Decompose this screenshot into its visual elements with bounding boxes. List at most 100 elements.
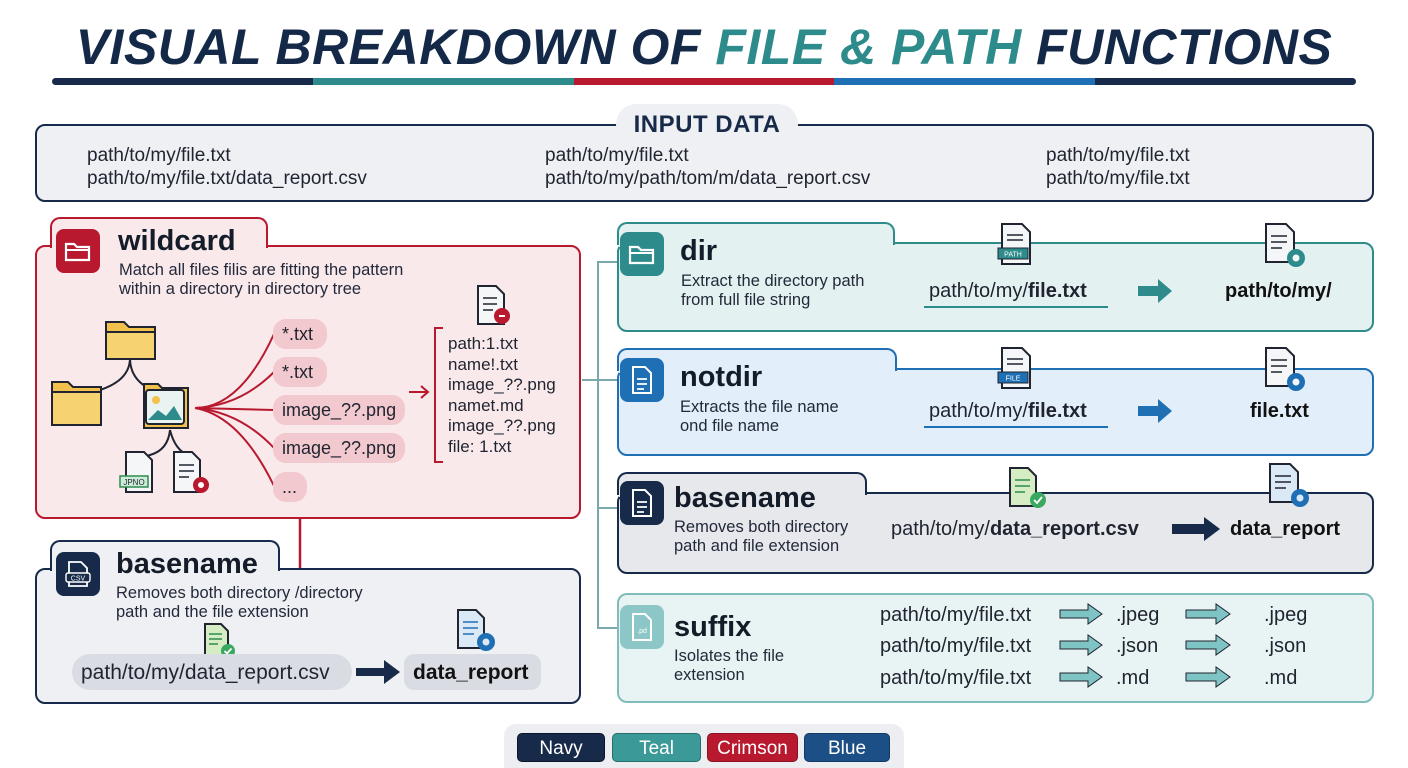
wildcard-pattern-1: *.txt <box>273 319 327 349</box>
match-arrow <box>409 327 443 463</box>
suffix-desc-line2: extension <box>674 666 745 684</box>
arrow-right-icon <box>356 660 400 684</box>
wildcard-matches-list: path:1.txt name!.txt image_??.png namet.… <box>448 334 556 457</box>
arrow-right-icon <box>1138 399 1172 423</box>
legend-blue: Blue <box>804 733 890 762</box>
document-icon <box>620 481 664 525</box>
gear-file-icon <box>1265 223 1305 267</box>
navy-segment-end <box>1095 78 1356 85</box>
basename-right-tab <box>617 472 867 495</box>
suffix-desc-line1: Isolates the file <box>674 647 785 665</box>
basename-right-input: path/to/my/data_report.csv <box>891 518 1139 540</box>
suffix-row2-input: path/to/my/file.txt <box>880 635 1032 657</box>
input-data-label: INPUT DATA <box>616 104 798 144</box>
suffix-row3-input: path/to/my/file.txt <box>880 667 1032 689</box>
settings-file-icon <box>173 451 209 493</box>
wildcard-pattern-2: *.txt <box>273 357 327 387</box>
match-item: image_??.png <box>448 416 556 435</box>
notdir-desc-line2: ond file name <box>680 417 780 435</box>
dir-input: path/to/my/file.txt <box>929 280 1087 302</box>
basename-right-card <box>617 492 1374 574</box>
legend-navy: Navy <box>517 733 605 762</box>
basename-left-input: path/to/my/data_report.csv <box>81 661 330 684</box>
dir-title: dir <box>680 235 718 267</box>
legend-teal: Teal <box>612 733 701 762</box>
notdir-tab <box>617 348 897 371</box>
notdir-output: file.txt <box>1250 400 1309 422</box>
input-col1-line1: path/to/my/file.txt <box>87 145 231 166</box>
dir-output: path/to/my/ <box>1225 280 1332 302</box>
arrow-right-icon <box>1172 517 1220 541</box>
dir-card <box>617 242 1374 332</box>
crimson-segment <box>573 78 835 85</box>
dir-input-underline <box>924 306 1108 308</box>
notdir-title: notdir <box>680 361 763 393</box>
extension-file-icon: .pd <box>620 605 664 649</box>
input-col2-line1: path/to/my/file.txt <box>545 145 689 166</box>
basename-left-output: data_report <box>413 661 529 684</box>
wildcard-pattern-3: image_??.png <box>273 395 405 425</box>
match-item: name!.txt <box>448 354 518 374</box>
basename-left-desc-line2: path and the file extension <box>116 603 309 621</box>
gear-file-icon <box>1269 463 1309 507</box>
blue-segment <box>834 78 1096 85</box>
svg-text:PATH: PATH <box>1004 252 1022 259</box>
image-folder-icon <box>143 383 189 429</box>
notdir-input-underline <box>924 426 1108 428</box>
dir-desc-line2: from full file string <box>681 291 811 309</box>
basename-left-input-pill <box>72 654 352 690</box>
wildcard-pattern-5: ... <box>273 472 307 502</box>
suffix-arrows-first <box>1059 603 1103 688</box>
title-color-bar <box>52 78 1356 85</box>
title-prefix: VISUAL BREAKDOWN OF <box>75 19 716 75</box>
input-col1-line2: path/to/my/file.txt/data_report.csv <box>87 168 367 189</box>
page-title: VISUAL BREAKDOWN OF FILE & PATH FUNCTION… <box>0 18 1408 76</box>
suffix-row2-mid: .json <box>1116 635 1159 657</box>
match-item: path:1.txt <box>448 334 518 353</box>
teal-segment <box>312 78 574 85</box>
basename-left-output-pill <box>404 654 541 690</box>
svg-text:CSV: CSV <box>71 576 86 583</box>
match-item: namet.md <box>448 395 524 415</box>
basename-right-output: data_report <box>1230 518 1341 540</box>
input-col3-line2: path/to/my/file.txt <box>1046 168 1190 189</box>
folder-icon <box>620 232 664 276</box>
file-badge-icon: FILE <box>997 347 1031 389</box>
folder-open-icon <box>56 229 100 273</box>
svg-text:FILE: FILE <box>1006 376 1021 383</box>
match-item: image_??.png <box>448 375 556 394</box>
csv-file-icon: CSV <box>56 552 100 596</box>
wildcard-desc-line2: within a directory in directory tree <box>119 280 362 298</box>
suffix-row1-output: .jpeg <box>1264 604 1308 626</box>
root-folder-icon <box>105 321 156 360</box>
dir-tab <box>617 222 895 245</box>
input-col2-line2: path/to/my/path/tom/m/data_report.csv <box>545 168 871 189</box>
wildcard-desc-line1: Match all files filis are fitting the pa… <box>119 261 404 279</box>
suffix-row1-input: path/to/my/file.txt <box>880 604 1032 626</box>
error-file-icon <box>477 285 510 325</box>
notdir-card <box>617 368 1374 456</box>
basename-right-title: basename <box>674 482 816 514</box>
notdir-input: path/to/my/file.txt <box>929 400 1087 422</box>
title-suffix: FUNCTIONS <box>1021 19 1333 75</box>
notdir-desc-line1: Extracts the file name <box>680 398 839 416</box>
basename-left-desc-line1: Removes both directory /directory <box>116 584 363 602</box>
document-icon <box>620 358 664 402</box>
basename-left-title: basename <box>116 548 258 580</box>
input-col3-line1: path/to/my/file.txt <box>1046 145 1190 166</box>
suffix-card <box>617 593 1374 703</box>
wildcard-pattern-4: image_??.png <box>273 433 405 463</box>
suffix-row2-output: .json <box>1264 635 1307 657</box>
legend-crimson: Crimson <box>707 733 798 762</box>
arrow-right-icon <box>1138 279 1172 303</box>
jpeg-file-icon: JPNO <box>119 451 153 493</box>
suffix-row1-mid: .jpeg <box>1116 604 1160 626</box>
directory-tree-diagram: JPNO <box>51 321 209 493</box>
navy-segment <box>52 78 313 85</box>
suffix-row3-output: .md <box>1264 667 1298 689</box>
checked-file-icon <box>1009 467 1046 508</box>
path-file-icon: PATH <box>997 223 1031 265</box>
match-item: file: 1.txt <box>448 436 512 456</box>
gear-file-icon <box>457 609 495 651</box>
basename-right-desc-line1: Removes both directory <box>674 518 849 536</box>
